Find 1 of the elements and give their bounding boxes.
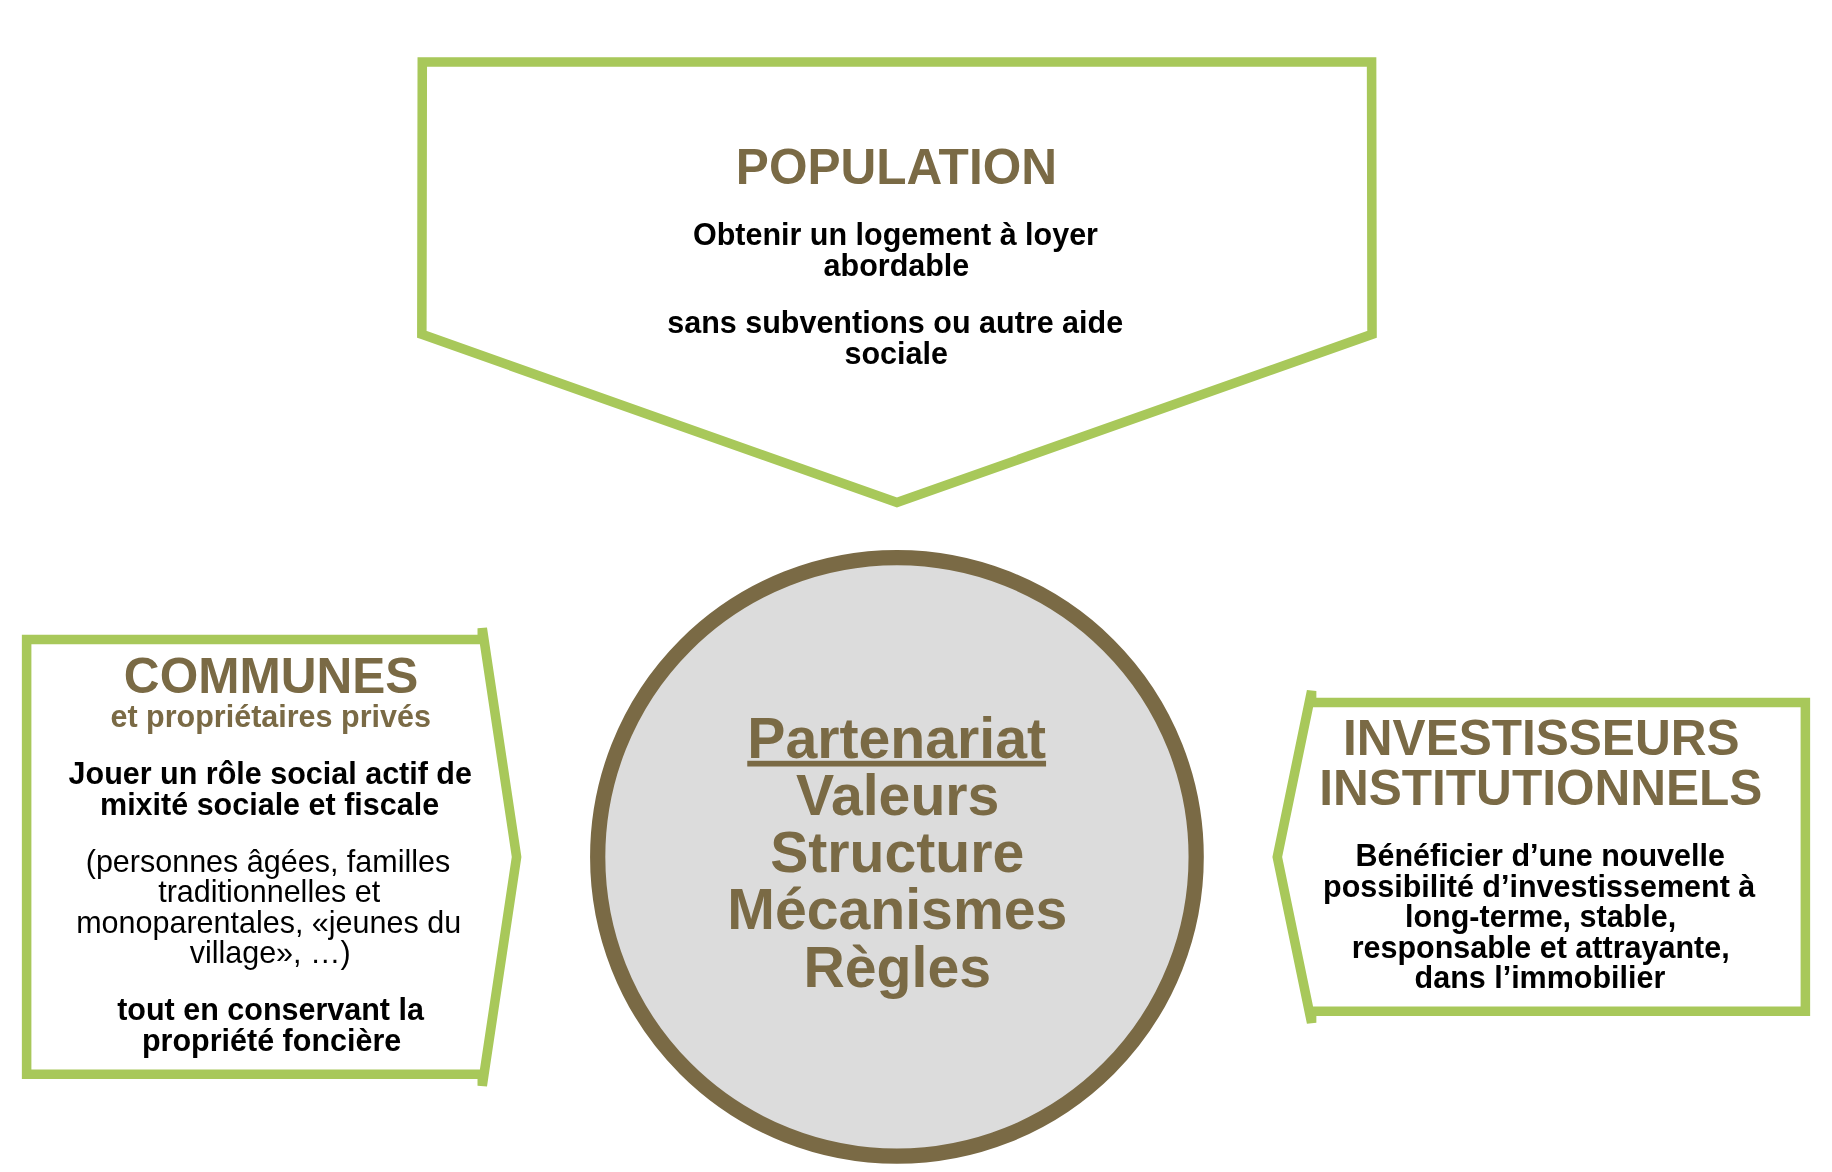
- node-circle: Partenariat Valeurs Structure Mécanismes Règles: [590, 550, 1204, 1164]
